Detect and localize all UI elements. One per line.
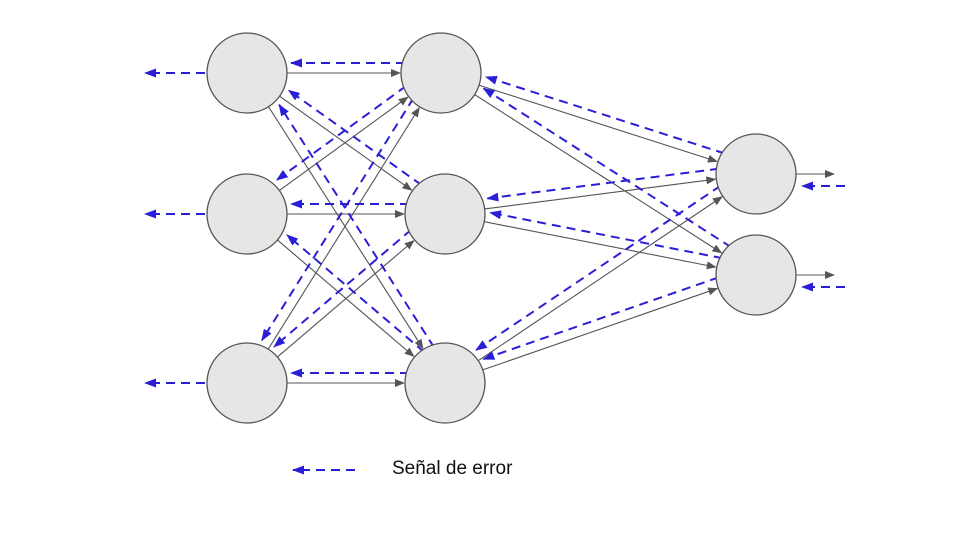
error-signal-output-neuron-1-to-hidden-neuron-2 xyxy=(486,167,720,202)
error-signal-hidden-neuron-2-to-input-neuron-1 xyxy=(287,89,423,186)
error-signal-output-neuron-1-to-hidden-neuron-1 xyxy=(484,75,726,155)
error-signal-output-neuron-2-to-hidden-neuron-3 xyxy=(482,276,720,361)
forward-connection-hidden-neuron-2-to-output-neuron-2 xyxy=(482,220,717,270)
forward-connection-input-neuron-3-to-hidden-neuron-2 xyxy=(275,239,415,359)
forward-connection-hidden-neuron-1-to-output-neuron-2 xyxy=(472,93,723,254)
error-signal-output-neuron-1-to-hidden-neuron-3 xyxy=(475,184,722,351)
hidden-neuron-1 xyxy=(400,32,482,114)
forward-connection-input-neuron-3-to-hidden-neuron-1 xyxy=(266,106,420,352)
hidden-neuron-3 xyxy=(404,342,486,424)
error-signal-arrows xyxy=(144,58,845,388)
output-neuron-1 xyxy=(715,133,797,215)
forward-connection-hidden-neuron-3-to-output-neuron-2 xyxy=(480,287,719,372)
input-neuron-3 xyxy=(206,342,288,424)
neurons xyxy=(206,32,797,424)
input-neuron-1 xyxy=(206,32,288,114)
forward-connection-hidden-neuron-3-to-output-neuron-1 xyxy=(476,196,723,363)
error-signal-hidden-neuron-3-to-input-neuron-2 xyxy=(286,234,425,353)
forward-connection-hidden-neuron-1-to-output-neuron-1 xyxy=(477,84,718,163)
error-signal-output-neuron-2-to-hidden-neuron-2 xyxy=(489,210,723,260)
error-signal-hidden-neuron-1-to-input-neuron-3 xyxy=(261,97,415,342)
output-neuron-2 xyxy=(715,234,797,316)
error-signal-hidden-neuron-3-to-input-neuron-1 xyxy=(278,103,435,348)
forward-connection-input-neuron-2-to-hidden-neuron-1 xyxy=(277,96,409,193)
forward-connection-input-neuron-2-to-hidden-neuron-3 xyxy=(275,238,415,358)
forward-connection-hidden-neuron-2-to-output-neuron-1 xyxy=(482,176,717,210)
legend-label: Señal de error xyxy=(392,458,513,479)
hidden-neuron-2 xyxy=(404,173,486,255)
error-signal-hidden-neuron-2-to-input-neuron-3 xyxy=(273,229,412,348)
input-neuron-2 xyxy=(206,173,288,255)
forward-connections xyxy=(266,69,835,387)
error-signal-hidden-neuron-1-to-input-neuron-2 xyxy=(275,85,407,181)
error-signal-output-neuron-2-to-hidden-neuron-1 xyxy=(482,87,732,248)
